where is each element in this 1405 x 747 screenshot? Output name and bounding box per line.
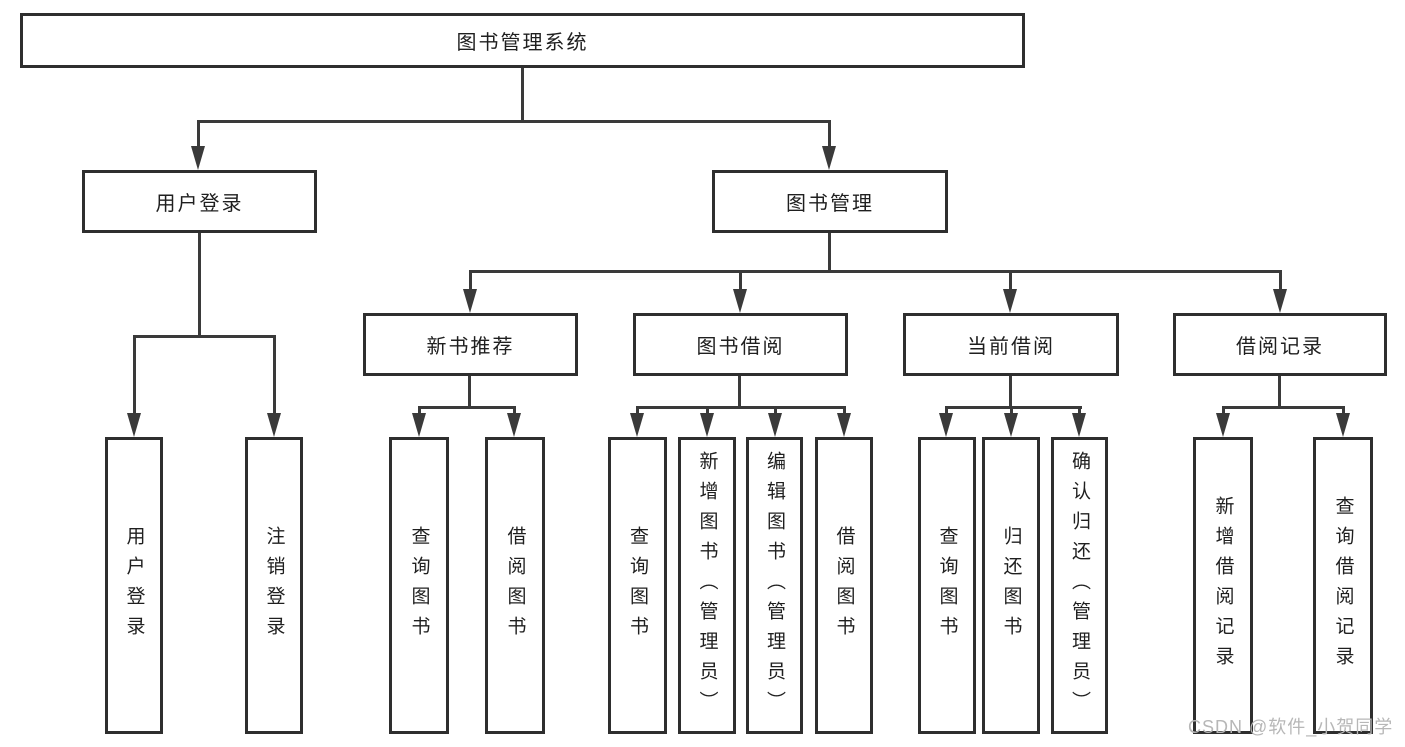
leaf-label: 查询图书: [936, 525, 958, 646]
arrowhead-icon: [463, 289, 477, 313]
arrowhead-icon: [267, 413, 281, 437]
connector-line: [198, 233, 201, 335]
leaf-label: 查询图书: [408, 525, 430, 646]
arrowhead-icon: [700, 413, 714, 437]
leaf-query-books-current: 查询图书: [918, 437, 976, 734]
node-label: 图书借阅: [696, 336, 785, 358]
leaf-borrow-books-borrowing: 借阅图书: [815, 437, 873, 734]
leaf-label: 注销登录: [263, 525, 285, 646]
leaf-label: 归还图书: [1000, 525, 1022, 646]
connector-line: [469, 270, 1281, 273]
arrowhead-icon: [1003, 289, 1017, 313]
connector-line: [706, 406, 709, 418]
connector-line: [273, 335, 276, 415]
connector-line: [1222, 406, 1225, 418]
node-user-login: 用户登录: [82, 170, 317, 233]
connector-line: [636, 406, 846, 409]
node-label: 图书管理系统: [456, 32, 589, 54]
connector-line: [1278, 376, 1281, 406]
connector-line: [828, 233, 831, 270]
leaf-label: 查询借阅记录: [1332, 495, 1354, 676]
leaf-user-login: 用户登录: [105, 437, 163, 734]
connector-line: [1279, 270, 1282, 295]
arrowhead-icon: [630, 413, 644, 437]
arrowhead-icon: [768, 413, 782, 437]
arrowhead-icon: [1273, 289, 1287, 313]
arrowhead-icon: [191, 146, 205, 170]
arrowhead-icon: [1336, 413, 1350, 437]
connector-line: [828, 120, 831, 150]
leaf-label: 编辑图书（管理员）: [764, 450, 785, 721]
connector-line: [513, 406, 516, 418]
leaf-label: 确认归还（管理员）: [1069, 450, 1090, 721]
node-current-borrowing: 当前借阅: [903, 313, 1119, 376]
node-new-book-recommend: 新书推荐: [363, 313, 578, 376]
connector-line: [1009, 376, 1012, 406]
leaf-label: 借阅图书: [833, 525, 855, 646]
node-library-management-system: 图书管理系统: [20, 13, 1025, 68]
connector-line: [945, 406, 948, 418]
node-label: 当前借阅: [967, 336, 1055, 358]
connector-line: [469, 270, 472, 295]
connector-line: [774, 406, 777, 418]
connector-line: [418, 406, 421, 418]
connector-line: [1222, 406, 1345, 409]
connector-line: [636, 406, 639, 418]
leaf-borrow-books-recommend: 借阅图书: [485, 437, 545, 734]
connector-line: [738, 376, 741, 406]
connector-line: [1342, 406, 1345, 418]
arrowhead-icon: [822, 146, 836, 170]
connector-line: [1078, 406, 1081, 418]
arrowhead-icon: [412, 413, 426, 437]
leaf-label: 用户登录: [123, 525, 145, 646]
connector-line: [197, 120, 200, 150]
leaf-add-borrow-record: 新增借阅记录: [1193, 437, 1253, 734]
leaf-query-borrow-record: 查询借阅记录: [1313, 437, 1373, 734]
leaf-edit-book-admin: 编辑图书（管理员）: [746, 437, 803, 734]
leaf-label: 查询图书: [627, 525, 648, 646]
leaf-label: 借阅图书: [504, 525, 526, 646]
connector-line: [945, 406, 1082, 409]
arrowhead-icon: [507, 413, 521, 437]
leaf-query-books-recommend: 查询图书: [389, 437, 449, 734]
connector-line: [739, 270, 742, 295]
connector-line: [133, 335, 275, 338]
connector-line: [468, 376, 471, 406]
leaf-add-book-admin: 新增图书（管理员）: [678, 437, 736, 734]
connector-line: [133, 335, 136, 415]
leaf-return-books: 归还图书: [982, 437, 1040, 734]
connector-line: [1010, 406, 1013, 418]
connector-line: [418, 406, 516, 409]
leaf-confirm-return-admin: 确认归还（管理员）: [1051, 437, 1108, 734]
arrowhead-icon: [1072, 413, 1086, 437]
node-label: 借阅记录: [1236, 336, 1324, 358]
node-label: 新书推荐: [426, 336, 515, 358]
connector-line: [197, 120, 831, 123]
connector-line: [843, 406, 846, 418]
leaf-label: 新增图书（管理员）: [696, 450, 718, 721]
arrowhead-icon: [939, 413, 953, 437]
node-borrowing-records: 借阅记录: [1173, 313, 1387, 376]
connector-line: [521, 68, 524, 120]
leaf-label: 新增借阅记录: [1212, 495, 1234, 676]
node-book-management: 图书管理: [712, 170, 948, 233]
arrowhead-icon: [837, 413, 851, 437]
leaf-query-books-borrowing: 查询图书: [608, 437, 667, 734]
node-label: 用户登录: [155, 193, 244, 215]
arrowhead-icon: [127, 413, 141, 437]
arrowhead-icon: [733, 289, 747, 313]
arrowhead-icon: [1004, 413, 1018, 437]
node-label: 图书管理: [786, 193, 874, 215]
csdn-watermark: CSDN @软件_小贺同学: [1188, 717, 1394, 737]
connector-line: [1009, 270, 1012, 295]
arrowhead-icon: [1216, 413, 1230, 437]
leaf-logout-login: 注销登录: [245, 437, 303, 734]
node-book-borrowing: 图书借阅: [633, 313, 848, 376]
